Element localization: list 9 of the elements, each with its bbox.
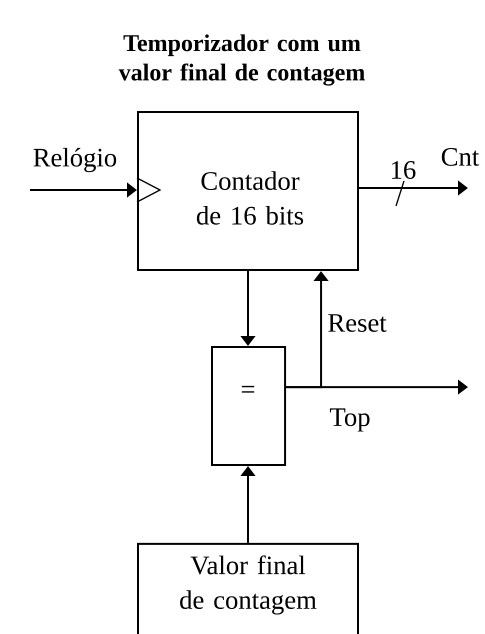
comparator-block: =: [210, 346, 286, 466]
signal-label: Cnt: [442, 148, 480, 166]
value-block: Valor final de contagem: [136, 542, 359, 634]
title: Temporizador com um valor final de contagem: [118, 34, 365, 86]
bus-width-label: 16: [392, 161, 416, 179]
counter-block: Contador de 16 bits: [136, 111, 359, 272]
signal-label: Top: [330, 408, 370, 432]
signal-label: Relógio: [33, 148, 116, 172]
signal-label: Reset: [328, 314, 386, 332]
